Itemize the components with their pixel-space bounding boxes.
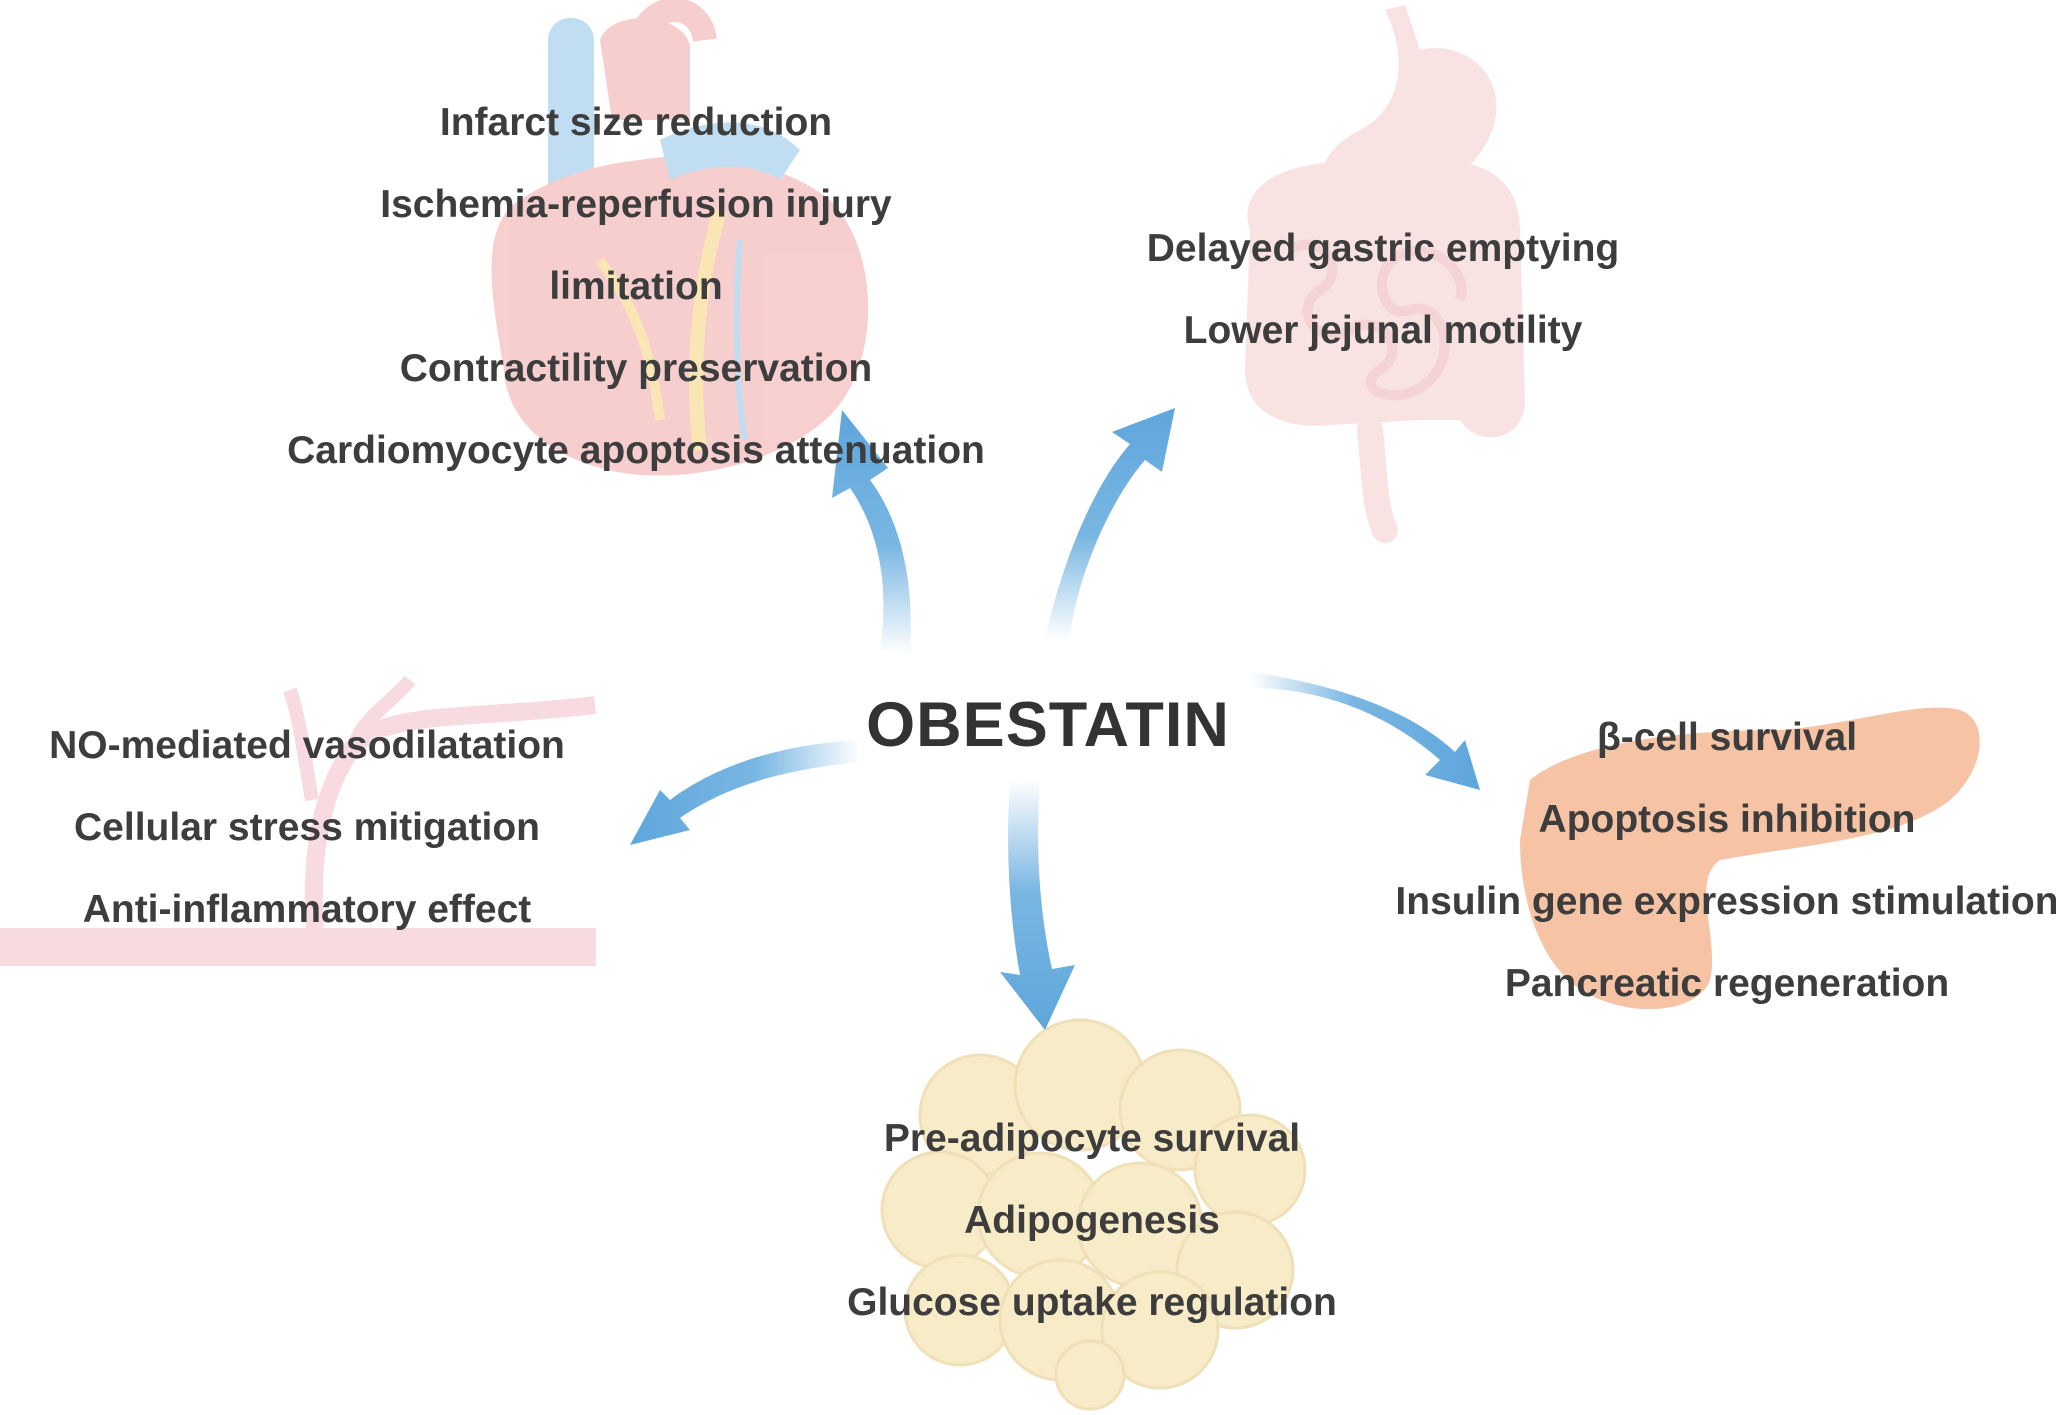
adipose-effects: Pre-adipocyte survival Adipogenesis Gluc… xyxy=(847,1098,1337,1344)
obestatin-title: OBESTATIN xyxy=(866,690,1230,760)
pancreas-effect: β-cell survival xyxy=(1596,716,1858,759)
pancreas-illustration xyxy=(1520,707,1980,1010)
adipose-effect: Pre-adipocyte survival xyxy=(883,1117,1301,1160)
gut-effects: Delayed gastric emptying Lower jejunal m… xyxy=(1147,208,1620,372)
pancreas-effect: Pancreatic regeneration xyxy=(1504,962,1950,1005)
adipose-illustration xyxy=(880,1018,1307,1411)
arrow-to-pancreas xyxy=(1250,672,1480,790)
adipocyte xyxy=(1100,1270,1220,1390)
arrow-to-gut xyxy=(1045,408,1175,640)
arrow-to-heart xyxy=(832,410,911,655)
heart-illustration xyxy=(491,0,869,476)
pancreas-effects: β-cell survival Apoptosis inhibition Ins… xyxy=(1395,697,2056,1025)
pancreas-body xyxy=(1520,707,1980,1010)
adipose-effect: Adipogenesis xyxy=(964,1199,1220,1242)
heart-vein-line xyxy=(733,239,748,441)
heart-effect: limitation xyxy=(549,265,723,308)
heart-body xyxy=(491,156,869,476)
vessel-branch-left xyxy=(283,687,319,802)
heart-coronary-artery xyxy=(689,208,727,451)
vessel-effect: NO-mediated vasodilatation xyxy=(49,724,565,767)
heart-aorta xyxy=(600,18,690,120)
vessel-branch-upper xyxy=(348,675,416,748)
heart-arch xyxy=(628,0,717,44)
vessel-effect: Anti-inflammatory effect xyxy=(82,888,532,931)
arrows xyxy=(630,408,1480,1030)
heart-effect: Contractility preservation xyxy=(399,347,873,390)
vessel-effects: NO-mediated vasodilatation Cellular stre… xyxy=(49,705,565,951)
heart-effect: Infarct size reduction xyxy=(439,101,833,144)
heart-coronary-branch xyxy=(595,257,665,421)
pancreas-effect: Insulin gene expression stimulation xyxy=(1395,880,2056,923)
vessel-main xyxy=(0,928,596,966)
vessel-illustration xyxy=(0,675,597,966)
rectum xyxy=(1357,417,1398,543)
gut-effect: Lower jejunal motility xyxy=(1183,309,1583,352)
adipose-effect: Glucose uptake regulation xyxy=(847,1281,1337,1324)
heart-effect: Ischemia-reperfusion injury xyxy=(380,183,892,226)
gut-illustration xyxy=(1245,5,1525,543)
arrow-to-vessel xyxy=(630,740,860,845)
gut-effect: Delayed gastric emptying xyxy=(1146,227,1620,270)
stomach xyxy=(1321,5,1497,207)
vessel-effect: Cellular stress mitigation xyxy=(74,806,540,849)
heart-effect: Cardiomyocyte apoptosis attenuation xyxy=(287,429,985,472)
pancreas-effect: Apoptosis inhibition xyxy=(1538,798,1916,841)
heart-pulmonary-artery xyxy=(660,122,800,180)
small-intestine-coils xyxy=(1287,239,1467,401)
arrow-to-adipose xyxy=(1000,780,1075,1030)
adipocyte xyxy=(1054,1339,1126,1411)
heart-effects: Infarct size reduction Ischemia-reperfus… xyxy=(287,82,985,492)
